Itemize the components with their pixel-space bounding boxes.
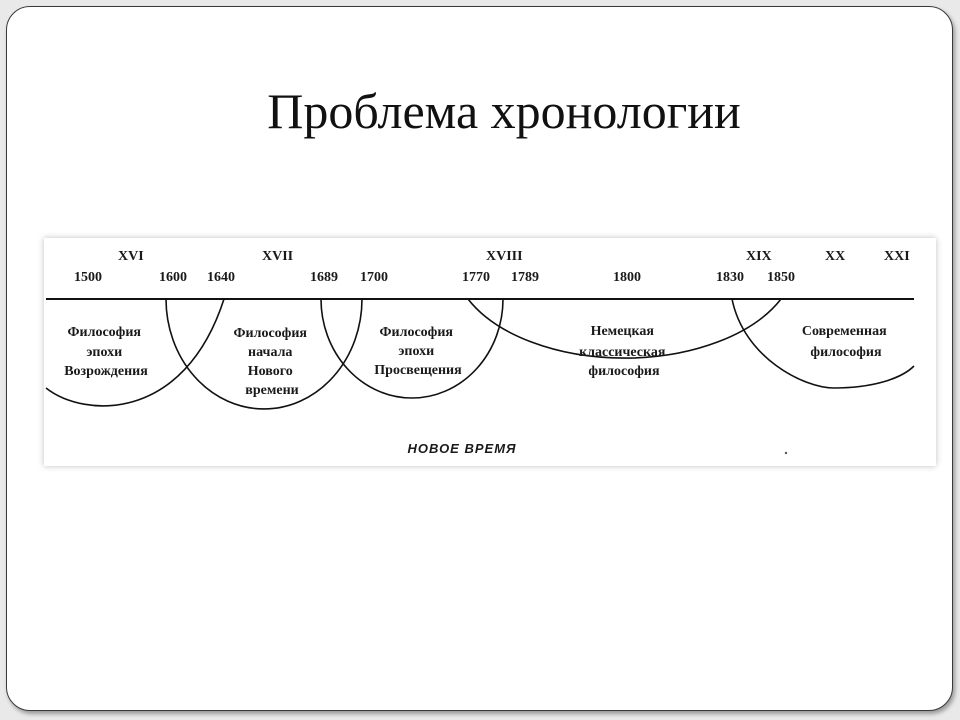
timeline-svg: XVI XVII XVIII XIX XX XXI 1500 1600 1640… (45, 249, 915, 456)
year-label-1600: 1600 (159, 270, 187, 285)
year-label-1789: 1789 (511, 270, 539, 285)
century-label-xxi: XXI (884, 249, 910, 264)
period-arc-renaissance (45, 298, 225, 407)
century-label-xvii: XVII (262, 249, 293, 264)
year-label-1850: 1850 (767, 270, 795, 285)
period-arc-german-classical (467, 298, 782, 359)
period-arc-contemporary (731, 298, 915, 389)
year-label-1500: 1500 (74, 270, 102, 285)
period-label-enlightenment: Философия эпохи Просвещения (374, 325, 462, 378)
slide-title: Проблема хронологии (267, 83, 741, 139)
period-label-german-classical: Немецкая классическая философия (579, 324, 669, 379)
period-label-renaissance: Философия эпохи Возрождения (64, 325, 148, 379)
year-label-1700: 1700 (360, 270, 388, 285)
century-label-xx: XX (825, 249, 845, 264)
century-label-xix: XIX (746, 249, 772, 264)
year-label-1800: 1800 (613, 270, 641, 285)
timeline-diagram: XVI XVII XVIII XIX XX XXI 1500 1600 1640… (44, 238, 936, 466)
century-label-xviii: XVIII (486, 249, 523, 264)
era-label-modern-times: НОВОЕ ВРЕМЯ (408, 441, 517, 456)
year-label-1689: 1689 (310, 270, 338, 285)
scan-speck (784, 451, 788, 455)
period-arc-early-modern (165, 298, 363, 410)
period-arc-enlightenment (320, 298, 504, 399)
year-label-1830: 1830 (716, 270, 744, 285)
year-label-1770: 1770 (462, 270, 490, 285)
year-label-1640: 1640 (207, 270, 235, 285)
century-label-xvi: XVI (118, 249, 144, 264)
period-label-contemporary: Современная философия (802, 324, 890, 360)
period-label-early-modern: Философия начала Нового времени (234, 326, 311, 398)
